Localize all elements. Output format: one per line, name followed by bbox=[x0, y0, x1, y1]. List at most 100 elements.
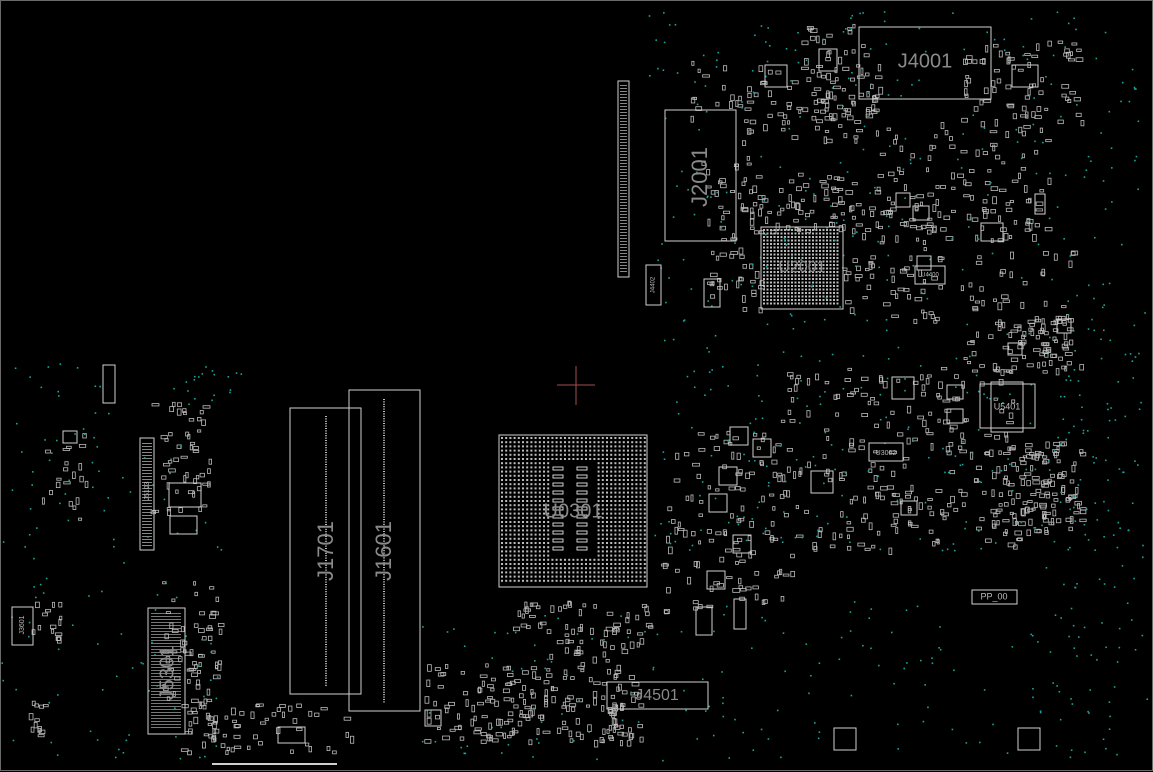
bga-ball bbox=[597, 521, 600, 523]
smd-pad bbox=[879, 465, 885, 471]
via bbox=[975, 374, 978, 377]
smd-pad bbox=[949, 470, 956, 475]
smd-pad bbox=[938, 285, 943, 290]
bga-ball bbox=[505, 495, 508, 498]
smd-pad bbox=[737, 192, 742, 200]
smd-pad bbox=[746, 162, 752, 166]
smd-pad bbox=[524, 705, 531, 710]
bga-ball bbox=[568, 563, 571, 565]
smd-pad bbox=[790, 397, 795, 403]
smd-pad bbox=[55, 481, 61, 488]
dimm-pin bbox=[383, 646, 385, 648]
bga-ball bbox=[517, 537, 520, 540]
via bbox=[702, 54, 705, 57]
bga-ball bbox=[794, 260, 797, 263]
bga-ball bbox=[627, 563, 629, 565]
smd-pad bbox=[1068, 526, 1073, 532]
smd-pad bbox=[772, 446, 776, 454]
via bbox=[1100, 357, 1103, 360]
smd-pad bbox=[1026, 480, 1031, 487]
bga-ball bbox=[836, 295, 839, 298]
bga-ball bbox=[526, 550, 529, 553]
ic-package-outline bbox=[1056, 318, 1072, 334]
smd-pad bbox=[308, 746, 312, 753]
bga-ball bbox=[551, 571, 554, 574]
via bbox=[1135, 155, 1138, 158]
smd-pad bbox=[971, 217, 979, 222]
smd-pad bbox=[719, 556, 725, 563]
connector-pin bbox=[142, 476, 152, 477]
bga-ball bbox=[791, 278, 793, 280]
via bbox=[40, 386, 43, 389]
smd-pad bbox=[824, 116, 833, 121]
smd-pad bbox=[937, 256, 945, 260]
bga-ball bbox=[501, 462, 503, 465]
bga-ball bbox=[622, 533, 625, 536]
via bbox=[849, 630, 852, 632]
smd-pad bbox=[935, 538, 940, 543]
smd-pad bbox=[1062, 320, 1067, 324]
via bbox=[32, 471, 34, 473]
bga-ball bbox=[547, 453, 550, 456]
bga-ball bbox=[643, 563, 646, 565]
via bbox=[648, 15, 651, 17]
smd-pad bbox=[31, 700, 36, 706]
smd-pad bbox=[879, 376, 884, 384]
smd-pad bbox=[877, 64, 882, 72]
smd-pad bbox=[970, 340, 975, 343]
bga-ball bbox=[829, 246, 832, 249]
ic-package-outline bbox=[818, 48, 838, 72]
smd-pad bbox=[606, 611, 614, 616]
smd-pad bbox=[746, 155, 750, 161]
via bbox=[506, 632, 509, 635]
smd-cluster bbox=[543, 626, 645, 714]
bga-ball bbox=[826, 285, 828, 287]
smd-pad bbox=[942, 516, 947, 521]
smd-pad bbox=[1003, 465, 1007, 471]
bga-ball bbox=[534, 512, 537, 515]
smd-pad bbox=[963, 194, 970, 198]
via bbox=[960, 167, 963, 169]
via bbox=[839, 306, 841, 308]
bga-ball bbox=[643, 495, 646, 498]
via bbox=[1103, 535, 1105, 538]
smd-pad bbox=[752, 185, 758, 193]
smd-pad bbox=[570, 676, 575, 680]
bga-ball bbox=[597, 533, 600, 536]
bga-ball bbox=[631, 525, 634, 528]
dimm-pin bbox=[325, 516, 327, 518]
bga-ball bbox=[777, 260, 779, 263]
bga-ball bbox=[784, 285, 786, 287]
smd-pad bbox=[607, 707, 613, 714]
bga-ball bbox=[505, 575, 508, 578]
bga-ball bbox=[610, 458, 613, 460]
via bbox=[693, 386, 696, 389]
via bbox=[1092, 456, 1094, 458]
bga-ball bbox=[610, 453, 613, 456]
via bbox=[762, 270, 765, 273]
bga-ball bbox=[643, 516, 646, 519]
bga-ball bbox=[543, 550, 545, 553]
smd-pad bbox=[761, 599, 766, 605]
smd-pad bbox=[586, 704, 590, 708]
bga-ball bbox=[643, 558, 646, 561]
bga-ball bbox=[522, 537, 524, 540]
connector-pin bbox=[142, 530, 152, 531]
bga-ball bbox=[836, 243, 839, 245]
bga-ball bbox=[530, 495, 533, 498]
via bbox=[740, 283, 743, 286]
bga-ball bbox=[784, 302, 786, 305]
via bbox=[962, 133, 964, 135]
dimm-pin bbox=[383, 557, 385, 559]
dimm-pin bbox=[383, 579, 385, 580]
bga-ball bbox=[576, 437, 579, 439]
bga-ball bbox=[526, 521, 529, 523]
bga-ball bbox=[543, 529, 545, 532]
smd-pad bbox=[876, 186, 881, 192]
bga-ball bbox=[770, 288, 772, 291]
ic-package-outline bbox=[729, 426, 749, 446]
via bbox=[1060, 491, 1062, 494]
via bbox=[1065, 379, 1068, 381]
